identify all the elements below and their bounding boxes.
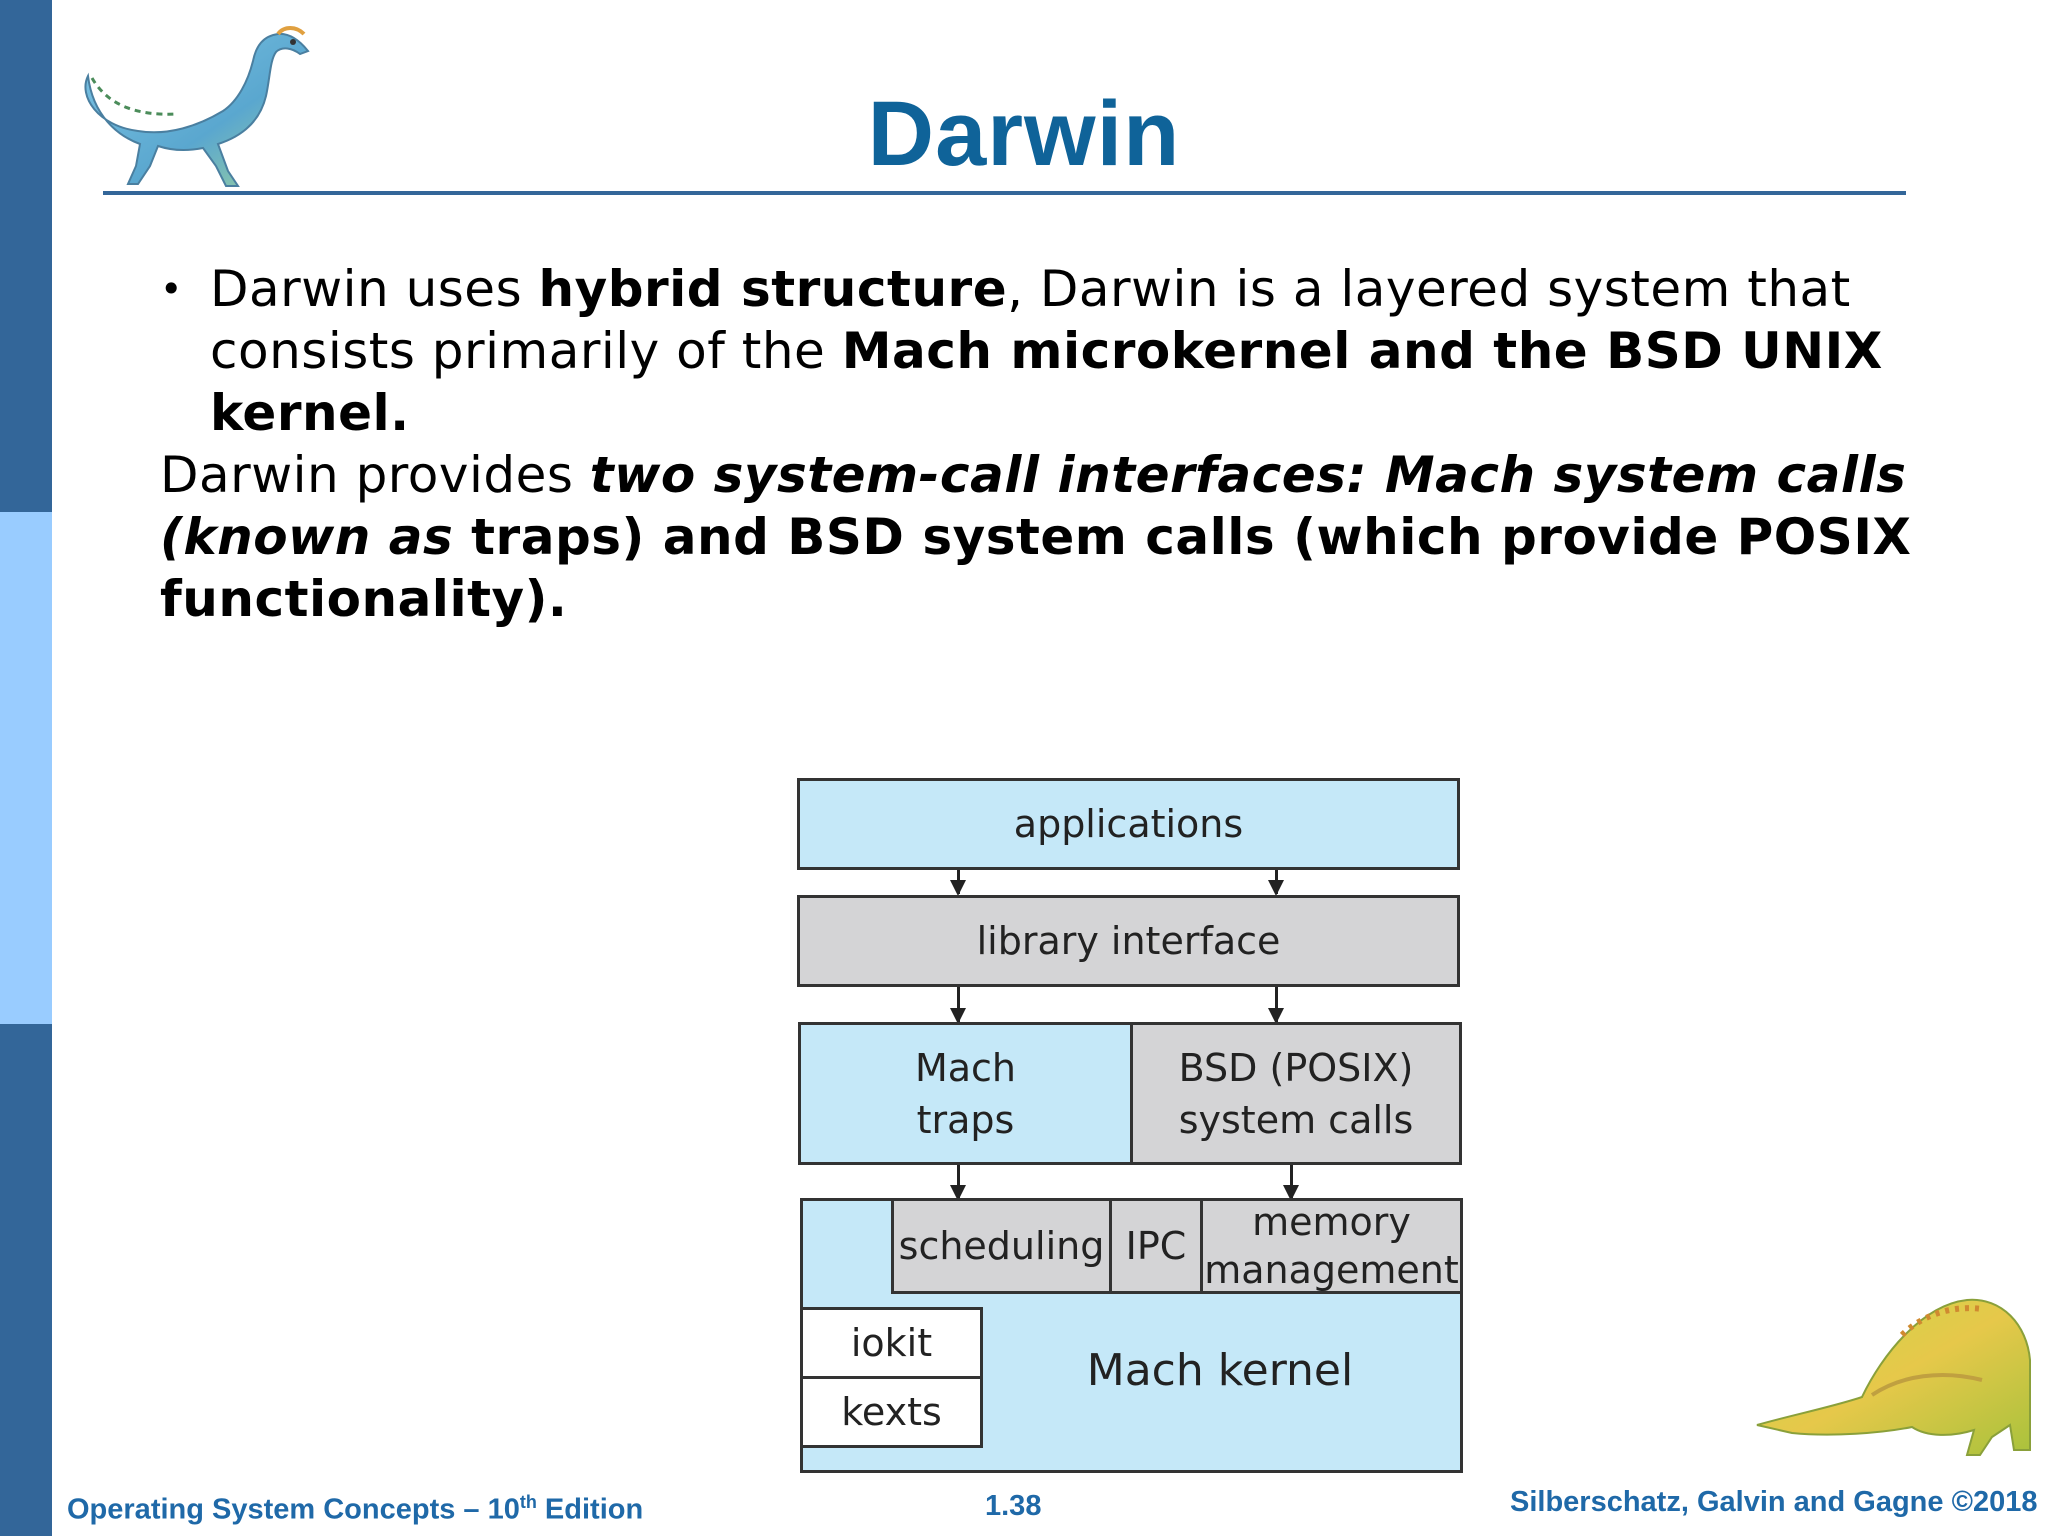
footer-book-title-prefix: Operating System Concepts – 10	[67, 1493, 520, 1526]
bullet-text-2: , Darwin is a layered system that consis…	[210, 260, 1851, 380]
paragraph-text-1: Darwin provides	[160, 446, 590, 504]
sidebar-band-top	[0, 0, 52, 512]
dinosaur-logo-icon	[84, 26, 310, 187]
footer-book-title-suffix: Edition	[536, 1493, 644, 1526]
arrow-bsd-to-kernel	[1283, 1165, 1299, 1201]
left-sidebar	[0, 0, 52, 1536]
dinosaur-corner-icon	[1756, 1298, 2031, 1456]
arrow-apps-to-lib-right	[1268, 870, 1284, 896]
bsd-line1: BSD (POSIX)	[1178, 1045, 1414, 1090]
footer-book-title-sup: th	[519, 1492, 537, 1512]
bsd-line2: system calls	[1178, 1097, 1414, 1142]
ipc-label: IPC	[1125, 1224, 1187, 1268]
footer-authors: Silberschatz, Galvin and Gagne ©2018	[1510, 1486, 2038, 1518]
paragraph: Darwin provides two system-call interfac…	[160, 444, 1960, 630]
memory-line1: memory	[1252, 1200, 1411, 1244]
mach-traps-line1: Mach	[914, 1045, 1017, 1090]
footer-page-number: 1.38	[985, 1490, 1042, 1522]
kexts-label: kexts	[841, 1390, 942, 1434]
mach-traps-line2: traps	[916, 1097, 1015, 1142]
bullet-text-1: Darwin uses	[210, 260, 539, 318]
scheduling-box: scheduling	[891, 1198, 1112, 1294]
mach-traps-box: Mach traps	[798, 1022, 1133, 1165]
bsd-system-calls-box: BSD (POSIX) system calls	[1130, 1022, 1462, 1165]
applications-layer: applications	[797, 778, 1460, 870]
library-interface-layer: library interface	[797, 895, 1460, 987]
ipc-box: IPC	[1109, 1198, 1203, 1294]
bullet-item: • Darwin uses hybrid structure, Darwin i…	[160, 258, 1960, 444]
arrow-apps-to-lib-left	[950, 870, 966, 896]
iokit-box: iokit	[800, 1307, 983, 1379]
library-interface-label: library interface	[976, 919, 1281, 963]
memory-line2: management	[1204, 1248, 1459, 1292]
paragraph-text-bold: traps) and BSD system calls (which provi…	[160, 508, 1912, 628]
applications-label: applications	[1013, 802, 1244, 846]
scheduling-label: scheduling	[898, 1224, 1105, 1268]
sidebar-band-middle	[0, 512, 52, 1024]
bullet-text-bold-2: Mach microkernel and the BSD UNIX kernel…	[210, 322, 1883, 442]
sidebar-band-bottom	[0, 1024, 52, 1536]
arrow-lib-to-mach	[950, 987, 966, 1024]
iokit-label: iokit	[850, 1321, 933, 1365]
slide-title: Darwin	[867, 83, 1181, 185]
bullet-text-bold-1: hybrid structure	[538, 260, 1008, 318]
paragraph-text-bolditalic: two system-call interfaces: Mach system …	[160, 446, 1907, 566]
kexts-box: kexts	[800, 1376, 983, 1448]
footer-book-title: Operating System Concepts – 10th Edition	[67, 1492, 643, 1527]
slide-body: • Darwin uses hybrid structure, Darwin i…	[160, 258, 1960, 630]
title-divider	[103, 191, 1906, 195]
memory-management-box: memory management	[1200, 1198, 1463, 1294]
arrow-lib-to-bsd	[1268, 987, 1284, 1024]
bullet-marker: •	[160, 267, 183, 311]
arrow-mach-to-kernel	[950, 1165, 966, 1201]
